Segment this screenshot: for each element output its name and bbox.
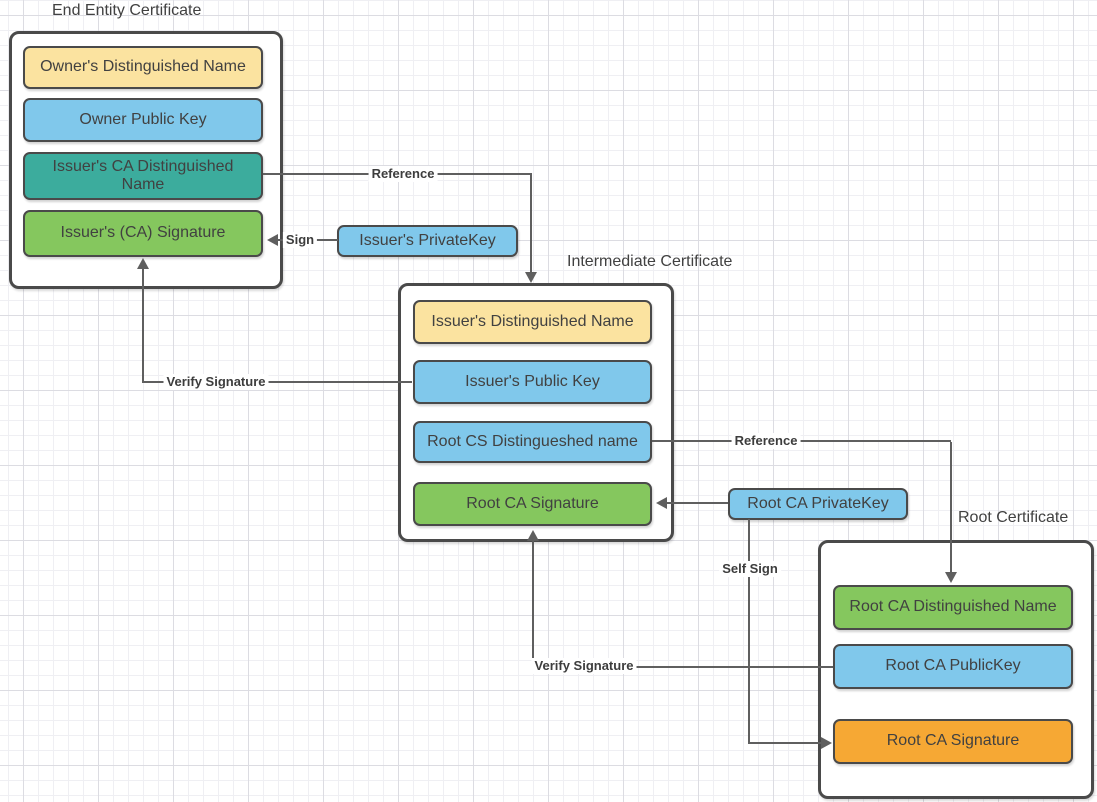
- shape-root-ca-distinguished-name[interactable]: Root CA Distinguished Name: [833, 585, 1073, 630]
- connector-label-self-sign[interactable]: Self Sign: [719, 561, 781, 577]
- connector-verify-2-v[interactable]: [532, 540, 534, 668]
- shape-owners-distinguished-name[interactable]: Owner's Distinguished Name: [23, 46, 263, 89]
- connector-reference-2-v[interactable]: [950, 442, 952, 573]
- shape-intermediate-root-ca-signature[interactable]: Root CA Signature: [413, 482, 652, 526]
- arrowhead-root-privatekey-sign-icon[interactable]: [656, 497, 667, 509]
- connector-label-sign[interactable]: Sign: [282, 232, 318, 248]
- connector-self-sign-h[interactable]: [748, 742, 821, 744]
- shape-root-ca-privatekey[interactable]: Root CA PrivateKey: [728, 488, 908, 520]
- connector-reference-1-v[interactable]: [530, 175, 532, 273]
- connector-label-verify-signature-2[interactable]: Verify Signature: [531, 658, 637, 674]
- shape-issuers-public-key[interactable]: Issuer's Public Key: [413, 360, 652, 404]
- arrowhead-self-sign-icon[interactable]: [821, 737, 832, 749]
- end-entity-certificate-title[interactable]: End Entity Certificate: [52, 2, 202, 19]
- arrowhead-verify-1-icon[interactable]: [137, 258, 149, 269]
- connector-verify-1-h[interactable]: [143, 381, 412, 383]
- root-certificate-title[interactable]: Root Certificate: [958, 509, 1069, 526]
- connector-reference-2-h[interactable]: [652, 440, 951, 442]
- intermediate-certificate-title[interactable]: Intermediate Certificate: [567, 253, 733, 270]
- shape-owner-public-key[interactable]: Owner Public Key: [23, 98, 263, 142]
- connector-self-sign-v[interactable]: [748, 519, 750, 743]
- shape-issuers-privatekey[interactable]: Issuer's PrivateKey: [337, 225, 518, 257]
- connector-label-reference-2[interactable]: Reference: [731, 433, 801, 449]
- connector-verify-1-v[interactable]: [142, 267, 144, 383]
- shape-issuers-distinguished-name[interactable]: Issuer's Distinguished Name: [413, 300, 652, 344]
- connector-label-verify-signature-1[interactable]: Verify Signature: [163, 374, 269, 390]
- shape-issuers-ca-distinguished-name[interactable]: Issuer's CA Distinguished Name: [23, 152, 263, 200]
- shape-root-cs-distingueshed-name[interactable]: Root CS Distingueshed name: [413, 421, 652, 463]
- arrowhead-reference-1-icon[interactable]: [525, 272, 537, 283]
- arrowhead-verify-2-icon[interactable]: [527, 530, 539, 541]
- arrowhead-reference-2-icon[interactable]: [945, 572, 957, 583]
- shape-root-ca-publickey[interactable]: Root CA PublicKey: [833, 644, 1073, 689]
- connector-root-privatekey-sign-h[interactable]: [667, 502, 728, 504]
- connector-label-reference-1[interactable]: Reference: [368, 166, 438, 182]
- arrowhead-sign-icon[interactable]: [267, 234, 278, 246]
- shape-root-ca-signature[interactable]: Root CA Signature: [833, 719, 1073, 764]
- connector-verify-2-h[interactable]: [533, 666, 833, 668]
- shape-issuers-ca-signature[interactable]: Issuer's (CA) Signature: [23, 210, 263, 257]
